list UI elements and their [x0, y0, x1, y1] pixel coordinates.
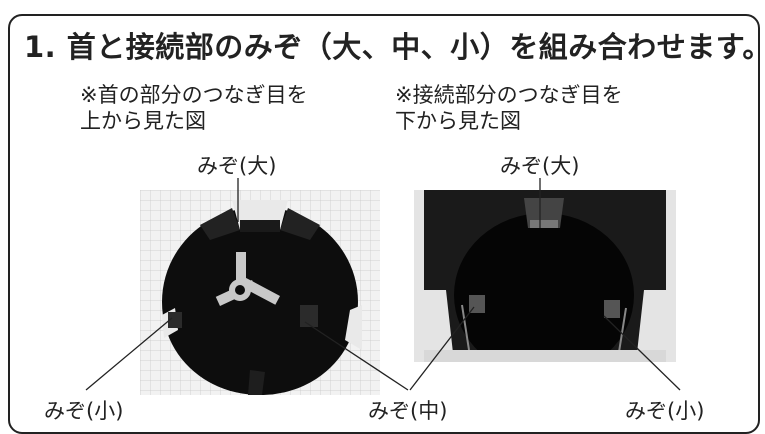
left-groove-large-label: みぞ(大)	[197, 154, 277, 178]
groove-medium-label: みぞ(中)	[368, 399, 448, 423]
step-title: 1. 首と接続部のみぞ（大、中、小）を組み合わせます。	[24, 30, 765, 64]
right-groove-small-label: みぞ(小)	[625, 399, 705, 423]
left-groove-small-label: みぞ(小)	[44, 399, 124, 423]
neck-joint-photo	[140, 190, 380, 395]
right-note: ※接続部分のつなぎ目を 下から見た図	[395, 83, 623, 133]
left-note: ※首の部分のつなぎ目を 上から見た図	[80, 83, 308, 133]
right-groove-large-label: みぞ(大)	[500, 154, 580, 178]
connector-joint-photo	[414, 190, 676, 362]
